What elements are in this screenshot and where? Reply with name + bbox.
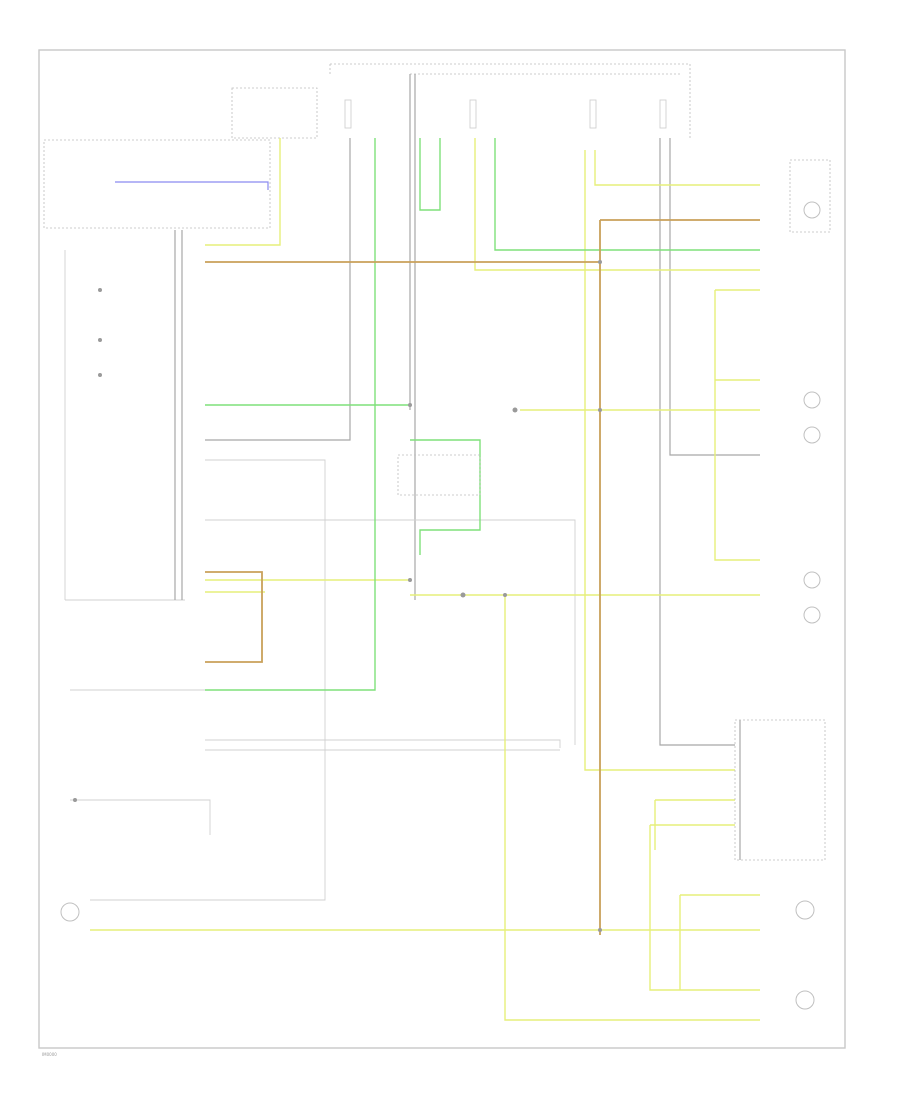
fuse-panel-outline bbox=[329, 63, 691, 138]
fuse-group bbox=[344, 99, 667, 129]
diagram-border bbox=[38, 49, 846, 1049]
yellow-wires bbox=[90, 138, 760, 1021]
instrument-cluster-right-box bbox=[789, 159, 831, 233]
relay-box bbox=[397, 454, 481, 496]
instrument-cluster-left-box bbox=[43, 139, 271, 229]
blue-wire bbox=[115, 181, 269, 190]
lamp-symbols bbox=[60, 201, 821, 1010]
green-wires bbox=[205, 138, 760, 691]
brown-wires bbox=[205, 219, 760, 935]
page-code: IM0000 bbox=[42, 1052, 57, 1057]
splice-points bbox=[73, 260, 602, 932]
headlight-switch-outline bbox=[64, 250, 185, 601]
gray-wires bbox=[70, 74, 760, 901]
ignition-switch-box bbox=[231, 87, 318, 139]
hazard-switch-box bbox=[734, 719, 826, 861]
